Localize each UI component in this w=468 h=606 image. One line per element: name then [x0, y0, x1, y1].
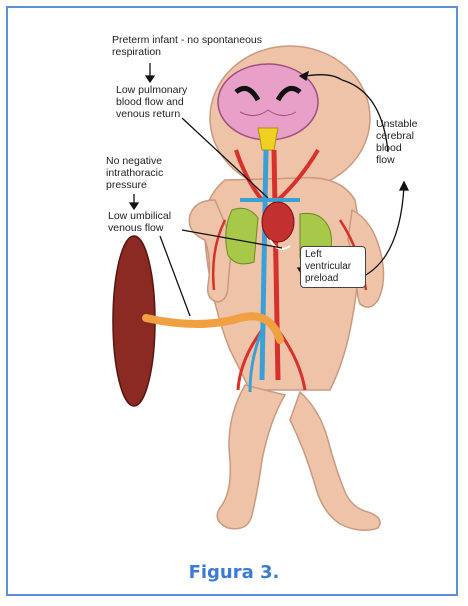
label-low-umbilical: Low umbilical venous flow	[108, 210, 171, 234]
label-low-pulmonary: Low pulmonary blood flow and venous retu…	[116, 84, 187, 120]
label-no-negative: No negative intrathoracic pressure	[106, 155, 163, 191]
label-left-ventricular: Left ventricular preload	[300, 246, 366, 288]
label-unstable-cerebral: Unstable cerebral blood flow	[376, 118, 417, 166]
infant-circulation-illustration: Preterm infant - no spontaneous respirat…	[0, 0, 468, 560]
label-preterm: Preterm infant - no spontaneous respirat…	[112, 34, 262, 58]
figure-caption: Figura 3.	[0, 562, 468, 583]
